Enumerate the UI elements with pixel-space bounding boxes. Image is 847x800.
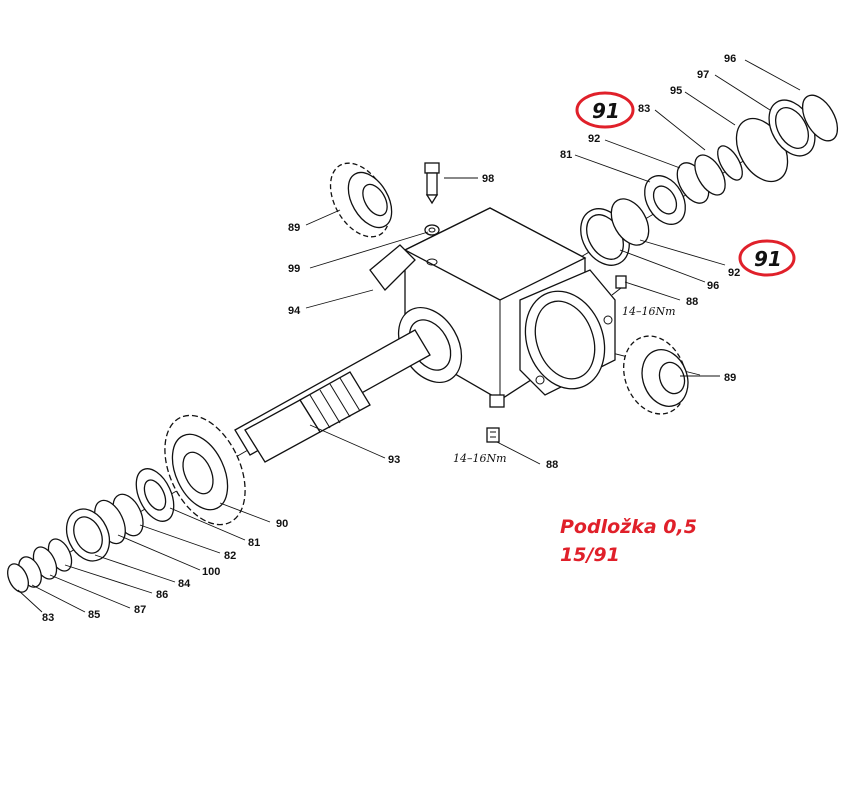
label-92-right: 92 [728, 267, 740, 279]
bevel-gear-89-left [329, 162, 393, 238]
highlight-91-top-text: 91 [592, 99, 620, 123]
label-88-right: 88 [686, 296, 698, 308]
leader-lines [17, 59, 801, 613]
label-85: 85 [88, 609, 100, 621]
breather-98 [424, 162, 440, 236]
label-90: 90 [276, 518, 288, 530]
label-98: 98 [482, 173, 494, 185]
label-86: 86 [156, 589, 168, 601]
label-93: 93 [388, 454, 400, 466]
label-81-bottom: 81 [248, 537, 260, 549]
bevel-gear-90 [164, 414, 246, 526]
label-99: 99 [288, 263, 300, 275]
highlight-91-right-text: 91 [754, 247, 782, 271]
label-88-bottom: 88 [546, 459, 558, 471]
plug-88-bottom [486, 427, 500, 443]
label-96-right: 96 [707, 280, 719, 292]
label-97: 97 [697, 69, 709, 81]
label-94: 94 [288, 305, 301, 317]
label-84: 84 [178, 578, 191, 590]
label-96-top: 96 [724, 53, 736, 65]
note-line-2: 15/91 [560, 544, 620, 566]
label-83-bottom: 83 [42, 612, 54, 624]
torque-label-bottom: 14–16Nm [453, 452, 507, 465]
label-100: 100 [202, 566, 220, 578]
plug-88-right [611, 275, 627, 296]
highlight-91-right: 91 [738, 239, 796, 277]
bearing-stack-left [7, 468, 175, 593]
bearing-stack-right [580, 94, 839, 266]
label-89-right: 89 [724, 372, 736, 384]
gearbox-housing [369, 207, 616, 408]
note-line-1: Podložka 0,5 [560, 516, 697, 538]
label-95: 95 [670, 85, 682, 97]
label-87: 87 [134, 604, 146, 616]
highlight-91-top: 91 [575, 91, 635, 129]
torque-label-right: 14–16Nm [622, 305, 676, 318]
label-89-left: 89 [288, 222, 300, 234]
label-82: 82 [224, 550, 236, 562]
input-shaft [234, 329, 431, 463]
bevel-gear-89-right [623, 335, 689, 415]
label-92-top: 92 [588, 133, 600, 145]
label-81-top: 81 [560, 149, 572, 161]
label-83-top: 83 [638, 103, 650, 115]
